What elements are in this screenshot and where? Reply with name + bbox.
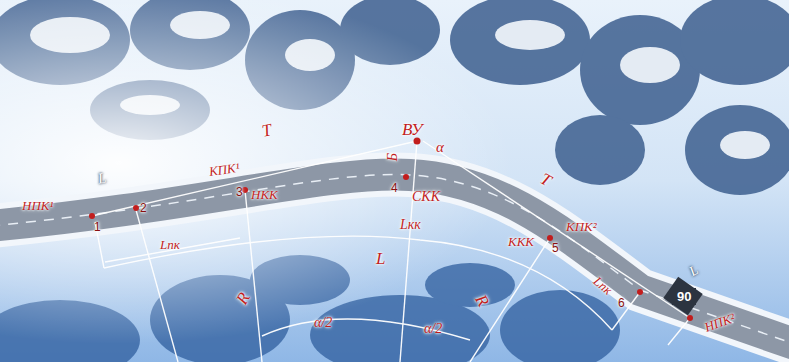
length-label: Lпк <box>160 238 180 251</box>
point-label: ККК <box>508 235 534 248</box>
callout-number: 1 <box>94 221 101 233</box>
angle-label: α <box>436 140 444 155</box>
point-label: СКК <box>412 190 440 204</box>
angle-label: α/2 <box>424 322 442 336</box>
length-label: Lкк <box>400 218 421 232</box>
length-label: L <box>376 250 385 267</box>
callout-number: 4 <box>391 182 398 194</box>
bisector-label: Б <box>386 153 400 161</box>
point-label: КПК¹ <box>208 161 240 178</box>
vertex-label: ВУ <box>402 121 422 138</box>
callout-number: 2 <box>140 202 147 214</box>
point-label: КПК² <box>566 220 597 233</box>
angle-label: α/2 <box>314 316 332 330</box>
point-label: НКК <box>251 188 278 201</box>
callout-number: 6 <box>618 297 625 309</box>
callout-number: 5 <box>552 242 559 254</box>
callout-number: 3 <box>236 186 243 198</box>
angle-value: 90 <box>672 288 696 305</box>
point-label: НПК¹ <box>22 199 53 212</box>
